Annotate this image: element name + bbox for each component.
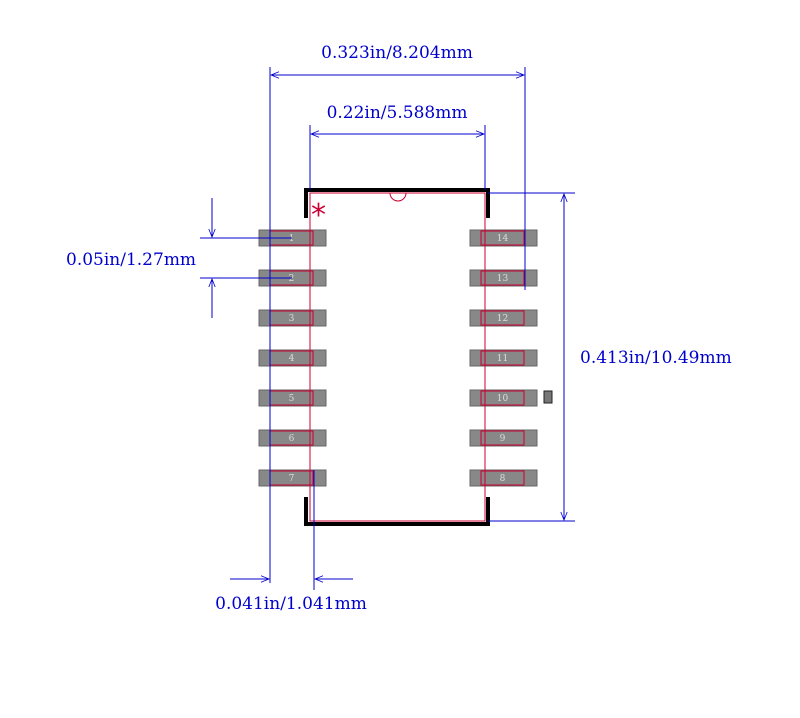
- pin1-notch: [389, 192, 407, 202]
- pad-shape: [469, 389, 538, 407]
- body-outline: [309, 192, 486, 522]
- pin-label: 12: [497, 314, 508, 324]
- lead-outline: [480, 230, 525, 246]
- pin-label: 10: [497, 394, 509, 404]
- polarity-mark: [543, 390, 553, 404]
- lead-outline: [480, 310, 525, 326]
- pad-9: 9: [469, 429, 538, 447]
- pad-shape: [469, 429, 538, 447]
- pad-shape: [469, 229, 538, 247]
- pad-14: 14: [469, 229, 538, 247]
- lead-outline: [480, 470, 525, 486]
- pad-shape: [258, 429, 327, 447]
- silkscreen-outline: [304, 188, 490, 526]
- pin-label: 14: [497, 234, 509, 244]
- pin-label: 13: [497, 274, 509, 284]
- pin-label: 2: [289, 274, 295, 284]
- pad-shape: [469, 309, 538, 327]
- pad-13: 13: [469, 269, 538, 287]
- dimension-body-width: [309, 125, 486, 190]
- pin-label: 11: [497, 354, 508, 364]
- lead-outline: [480, 350, 525, 366]
- pin-label: 9: [500, 434, 506, 444]
- pad-8: 8: [469, 469, 538, 487]
- lead-outline: [480, 390, 525, 406]
- pin-label: 7: [289, 474, 295, 484]
- dimension-overall-height: [488, 192, 575, 522]
- dimension-pad-width: [230, 470, 353, 590]
- pad-7: 7: [258, 469, 327, 487]
- pad-shape: [258, 349, 327, 367]
- pad-width-label: 0.041in/1.041mm: [215, 594, 367, 614]
- pad-shape: [469, 469, 538, 487]
- lead-outline: [480, 270, 525, 286]
- pad-4: 4: [258, 349, 327, 367]
- pad-shape: [258, 469, 327, 487]
- pitch-label: 0.05in/1.27mm: [66, 250, 196, 270]
- pin-label: 4: [289, 354, 295, 364]
- pad-5: 5: [258, 389, 327, 407]
- pad-shape: [258, 389, 327, 407]
- overall-height-label: 0.413in/10.49mm: [580, 348, 732, 368]
- pad-6: 6: [258, 429, 327, 447]
- overall-width-label: 0.323in/8.204mm: [321, 43, 473, 63]
- pin-label: 5: [289, 394, 295, 404]
- pin1-marker: *: [311, 198, 326, 233]
- pin-label: 6: [289, 434, 295, 444]
- dimension-pitch: [200, 198, 292, 318]
- pin-label: 1: [289, 234, 295, 244]
- pin-label: 8: [500, 474, 506, 484]
- lead-outline: [480, 430, 525, 446]
- pads-left: 1 2 3 4 5 6 7: [258, 229, 327, 487]
- pads-right: 14 13 12 11 10 9 8: [469, 229, 538, 487]
- pad-12: 12: [469, 309, 538, 327]
- body-width-label: 0.22in/5.588mm: [327, 103, 468, 123]
- pad-10: 10: [469, 389, 538, 407]
- pin-label: 3: [289, 314, 295, 324]
- dimension-overall-width: [269, 67, 526, 583]
- pad-shape: [258, 309, 327, 327]
- pad-shape: [469, 349, 538, 367]
- pad-11: 11: [469, 349, 538, 367]
- pad-3: 3: [258, 309, 327, 327]
- pad-shape: [469, 269, 538, 287]
